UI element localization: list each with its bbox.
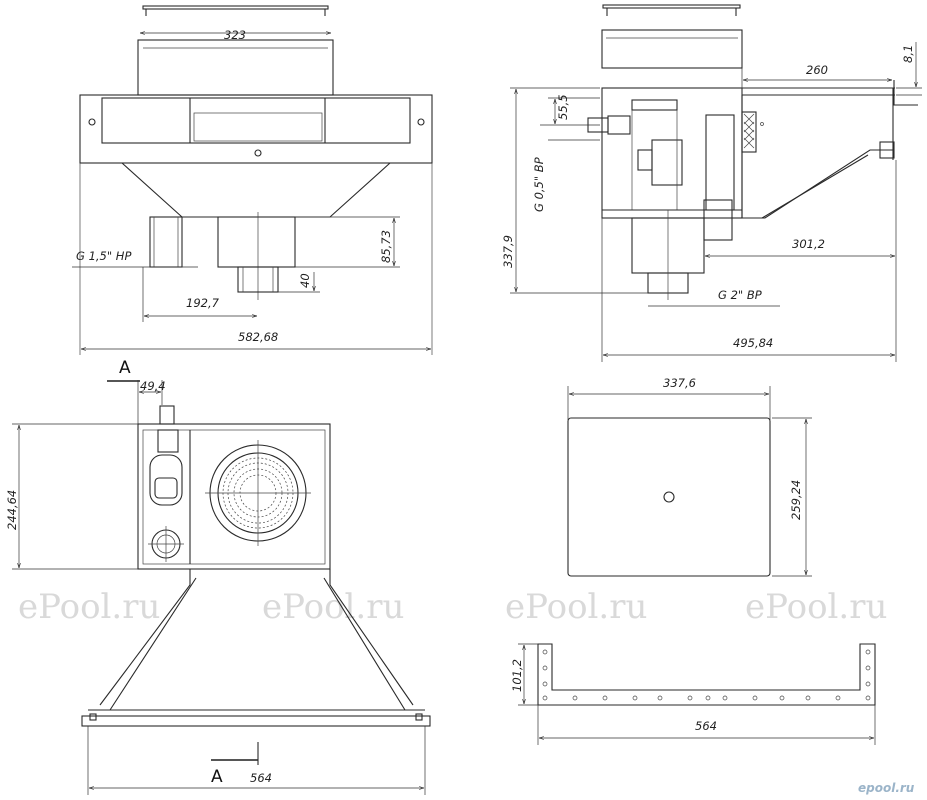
lid-view: 337,6 259,24: [567, 376, 812, 577]
dim-49-4: 49,4: [140, 379, 166, 393]
float-block: [741, 111, 757, 153]
flange: [81, 715, 431, 727]
watermark-text: ePool.ru: [18, 587, 160, 627]
dim-301-2: 301,2: [792, 237, 825, 251]
valve-body: [651, 139, 683, 186]
lid-plate-top: [567, 417, 771, 577]
dim-337-6: 337,6: [663, 376, 696, 390]
dim-564-left: 564: [250, 771, 272, 785]
body-top: [79, 94, 433, 164]
dim-thread-g05: G 0,5" ВР: [532, 157, 546, 212]
side-body: [601, 87, 743, 219]
watermark-text: ePool.ru: [745, 587, 887, 627]
float-valve: [149, 454, 183, 506]
hopper: [121, 162, 391, 218]
dim-564-right: 564: [695, 719, 717, 733]
dim-85-73: 85,73: [379, 230, 393, 263]
dim-323: 323: [224, 28, 246, 42]
dim-495-84: 495,84: [733, 336, 773, 350]
watermark-text: ePool.ru: [505, 587, 647, 627]
strip-holes: [542, 649, 871, 701]
section-a-top: A: [119, 358, 131, 378]
dim-thread-g15: G 1,5" НР: [76, 249, 131, 263]
dim-thread-g2: G 2" ВР: [718, 288, 762, 302]
side-section-view: 260 8,1 55,5 G 0,5" ВР 337,9 301,2 G 2" …: [501, 4, 922, 362]
dim-40: 40: [298, 273, 312, 288]
dim-582-68: 582,68: [238, 330, 278, 344]
watermark-layer: ePool.ru ePool.ru ePool.ru ePool.ru: [18, 587, 887, 627]
lid-hole: [663, 491, 675, 503]
plan-view: A 49,4 244,64: [5, 358, 431, 795]
dim-244-64: 244,64: [5, 490, 19, 530]
side-lid: [601, 29, 743, 69]
side-pipe: [149, 216, 183, 268]
front-view: 323 85,73 40 G 1,5" НР: [72, 5, 433, 355]
bottom-outlet: [217, 216, 296, 268]
funnel: [99, 569, 414, 706]
brand-logo: epool.ru: [858, 781, 915, 795]
dim-337-9: 337,9: [501, 235, 515, 268]
dim-8-1: 8,1: [901, 45, 915, 63]
section-a-bottom: A: [211, 767, 223, 787]
dim-259-24: 259,24: [789, 480, 803, 520]
mounting-strip-view: 101,2 564: [510, 643, 876, 745]
dim-260: 260: [806, 63, 828, 77]
lid-plate: [142, 5, 329, 10]
dim-192-7: 192,7: [186, 296, 220, 310]
plan-box: [137, 423, 331, 570]
dim-101-2: 101,2: [510, 659, 524, 692]
mounting-strip: [537, 643, 876, 706]
dim-55-5: 55,5: [556, 94, 570, 120]
